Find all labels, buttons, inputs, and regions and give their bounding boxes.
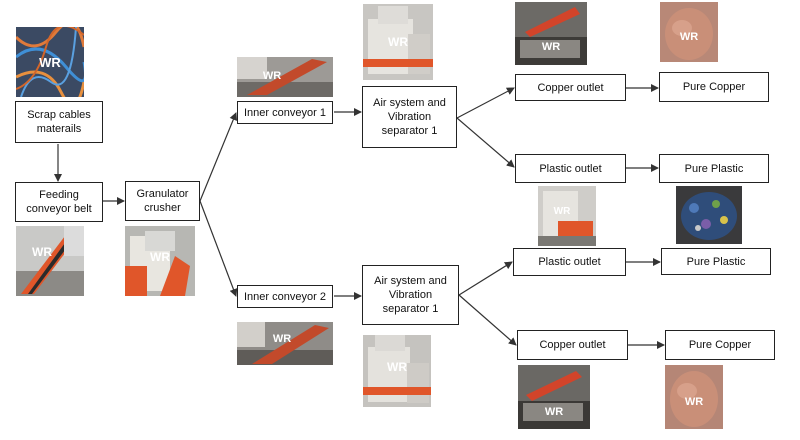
pure-plastic-top-box: Pure Plastic: [659, 154, 769, 183]
watermark: WR: [32, 245, 52, 259]
copper-outlet-top-photo: WR: [515, 2, 587, 65]
granulator-crusher-label: Granulator crusher: [136, 188, 189, 214]
arrow-air2-to-plastic-outlet: [458, 261, 513, 296]
watermark: WR: [387, 360, 407, 374]
watermark: WR: [263, 70, 281, 82]
watermark: WR: [388, 35, 408, 49]
pure-copper-bottom-photo: WR: [665, 365, 723, 429]
watermark: WR: [39, 55, 61, 70]
copper-outlet-bottom-box: Copper outlet: [517, 330, 628, 360]
pure-copper-bottom-label: Pure Copper: [688, 339, 752, 351]
watermark: WR: [685, 396, 703, 408]
pure-copper-top-box: Pure Copper: [659, 72, 769, 102]
granulator-photo: WR: [125, 226, 195, 296]
pure-plastic-bottom-label: Pure Plastic: [686, 255, 746, 268]
arrow-air1-to-copper-outlet: [456, 87, 515, 119]
arrow-granulator-to-inner1: [199, 112, 238, 202]
plastic-outlet-bottom-box: Plastic outlet: [513, 248, 626, 276]
air-separator-1-label: Air system and Vibration separator 1: [373, 97, 446, 137]
copper-outlet-bottom-label: Copper outlet: [539, 339, 606, 351]
air-system-2-photo: WR: [363, 335, 431, 407]
plastic-outlet-top-label: Plastic outlet: [539, 162, 602, 175]
copper-outlet-bottom-photo: WR: [518, 365, 590, 429]
air-separator-2-label: Air system and Vibration separator 1: [374, 275, 447, 315]
watermark: WR: [150, 250, 170, 264]
plastic-outlet-bottom-label: Plastic outlet: [538, 256, 601, 268]
pure-copper-bottom-box: Pure Copper: [665, 330, 775, 360]
plastic-outlet-top-box: Plastic outlet: [515, 154, 626, 183]
feeding-conveyor-box: Feeding conveyor belt: [15, 182, 103, 222]
feeding-conveyor-label: Feeding conveyor belt: [26, 189, 92, 215]
watermark: WR: [542, 41, 560, 53]
inner-conveyor-2-photo: WR: [237, 322, 333, 365]
inner-conveyor-1-photo: WR: [237, 57, 333, 97]
pure-copper-top-photo: WR: [660, 2, 718, 62]
copper-outlet-top-label: Copper outlet: [537, 81, 604, 94]
granulator-crusher-box: Granulator crusher: [125, 181, 200, 221]
scrap-cables-photo: WR: [16, 27, 84, 97]
arrow-granulator-to-inner2: [199, 200, 238, 297]
air-system-1-photo: WR: [363, 4, 433, 80]
watermark: WR: [545, 406, 563, 418]
watermark: WR: [554, 206, 571, 217]
air-separator-2-box: Air system and Vibration separator 1: [362, 265, 459, 325]
pure-copper-top-label: Pure Copper: [682, 81, 746, 93]
scrap-cables-label: Scrap cables materails: [27, 109, 91, 135]
arrow-air2-to-copper-outlet: [458, 294, 517, 346]
copper-outlet-top-box: Copper outlet: [515, 74, 626, 101]
inner-conveyor-2-box: Inner conveyor 2: [237, 285, 333, 308]
inner-conveyor-1-label: Inner conveyor 1: [244, 106, 326, 119]
feeding-conveyor-photo: WR: [16, 226, 84, 296]
plastic-outlet-top-photo: WR: [538, 186, 596, 246]
inner-conveyor-1-box: Inner conveyor 1: [237, 101, 333, 124]
pure-plastic-bottom-box: Pure Plastic: [661, 248, 771, 275]
watermark: WR: [273, 333, 291, 345]
pure-plastic-top-label: Pure Plastic: [684, 162, 744, 175]
scrap-cables-box: Scrap cables materails: [15, 101, 103, 143]
air-separator-1-box: Air system and Vibration separator 1: [362, 86, 457, 148]
arrow-air1-to-plastic-outlet: [456, 117, 515, 168]
inner-conveyor-2-label: Inner conveyor 2: [244, 290, 326, 303]
pure-plastic-top-photo: [676, 186, 742, 244]
watermark: WR: [680, 31, 698, 43]
